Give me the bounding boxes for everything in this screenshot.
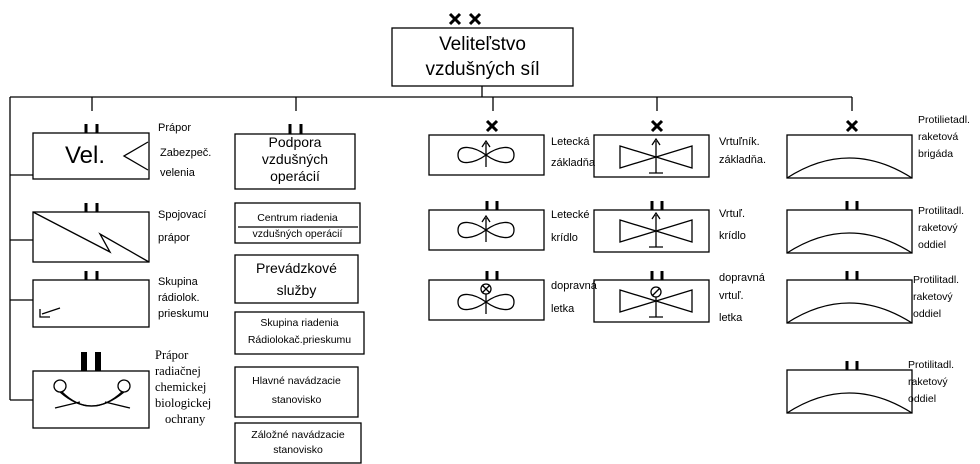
sam-battalion-3-label-1: Protilitadl. xyxy=(908,359,955,371)
main-guidance-text: Hlavné navádzacie stanovisko xyxy=(235,372,358,410)
connector-lines xyxy=(9,86,853,401)
radar-control-group-text: Skupina riadenia Rádiolokač.prieskumu xyxy=(235,315,364,349)
air-ops-support-line3: operácií xyxy=(270,168,320,184)
heli-wing-label-1: Vrtuľ. xyxy=(719,208,746,220)
sam-battalion-3-symbol xyxy=(786,361,913,414)
transport-squadron-symbol xyxy=(428,271,545,321)
nbc-battalion-symbol xyxy=(32,352,150,429)
sam-brigade-label-1: Protilietadl. xyxy=(918,114,970,126)
transport-squadron-label-2: letka xyxy=(551,303,575,315)
air-wing-symbol xyxy=(428,201,545,251)
air-ops-center-line2: vzdušných operácií xyxy=(252,228,343,240)
nbc-battalion-label-4: biologickej xyxy=(155,396,212,410)
signal-battalion-symbol xyxy=(32,203,150,263)
sam-brigade-symbol xyxy=(786,119,913,179)
operating-services-box xyxy=(234,254,359,304)
heli-base-symbol xyxy=(593,119,710,178)
air-ops-center-box xyxy=(234,202,361,244)
main-guidance-line1: Hlavné navádzacie xyxy=(252,375,341,387)
heli-base-label-2: základňa. xyxy=(719,154,767,166)
nbc-battalion-label-2: radiačnej xyxy=(155,364,201,378)
air-wing-label-1: Letecké xyxy=(551,209,590,221)
radar-control-group-box xyxy=(234,311,365,355)
air-ops-support-line1: Podpora xyxy=(268,134,322,150)
air-ops-support-text: Podpora vzdušných operácií xyxy=(235,134,355,185)
air-ops-support-symbol xyxy=(234,124,356,190)
sam-battalion-1-symbol xyxy=(786,201,913,254)
sam-brigade-label-2: raketová xyxy=(918,131,959,143)
heli-base-label-1: Vrtuľník. xyxy=(719,136,760,148)
operating-services-text: Prevádzkové služby xyxy=(235,257,358,301)
operating-services-line2: služby xyxy=(276,282,317,298)
heli-wing-label-2: krídlo xyxy=(719,230,746,242)
command-battalion-label-1: Prápor xyxy=(158,122,192,134)
radar-group-label-2: rádiolok. xyxy=(158,292,200,304)
sam-battalion-2-label-3: oddiel xyxy=(913,308,942,320)
command-battalion-label-2: Zabezpeč. xyxy=(160,147,212,159)
radar-group-symbol xyxy=(32,271,150,328)
main-guidance-box xyxy=(234,366,359,418)
sam-battalion-3-label-3: oddiel xyxy=(908,393,937,405)
sam-battalion-3-label-2: raketový xyxy=(908,376,948,388)
backup-guidance-line1: Záložné navádzacie xyxy=(251,429,345,441)
root-title: Veliteľstvo vzdušných síl xyxy=(392,32,573,82)
nbc-battalion-label-3: chemickej xyxy=(155,380,207,394)
operating-services-line1: Prevádzkové xyxy=(256,260,337,276)
air-base-label-1: Letecká xyxy=(551,136,590,148)
backup-guidance-line2: stanovisko xyxy=(273,444,323,456)
sam-battalion-1-label-2: raketový xyxy=(918,222,958,234)
command-battalion-symbol xyxy=(32,124,150,180)
air-base-label-2: základňa xyxy=(551,157,596,169)
air-base-symbol xyxy=(428,119,545,176)
heli-wing-symbol xyxy=(593,201,710,253)
signal-battalion-label-1: Spojovací xyxy=(158,209,207,221)
heli-transport-label-3: letka xyxy=(719,312,743,324)
sam-battalion-2-symbol xyxy=(786,271,913,324)
air-ops-support-line2: vzdušných xyxy=(261,151,329,167)
heli-transport-label-2: vrtuľ. xyxy=(719,290,744,302)
sam-battalion-1-label-3: oddiel xyxy=(918,239,947,251)
air-ops-center-line1: Centrum riadenia xyxy=(257,212,338,224)
heli-transport-label-1: dopravná xyxy=(719,272,765,284)
radar-group-label-1: Skupina xyxy=(158,276,198,288)
backup-guidance-box xyxy=(234,422,362,464)
radar-group-label-3: prieskumu xyxy=(158,308,209,320)
sam-battalion-2-label-2: raketový xyxy=(913,291,953,303)
command-battalion-label-3: velenia xyxy=(160,167,195,179)
command-box-text: Vel. xyxy=(64,142,106,169)
nbc-battalion-label-1: Prápor xyxy=(155,348,189,362)
backup-guidance-text: Záložné navádzacie stanovisko xyxy=(235,428,361,458)
sam-brigade-label-3: brigáda xyxy=(918,148,954,160)
radar-control-group-line1: Skupina riadenia xyxy=(260,317,339,329)
radar-control-group-line2: Rádiolokač.prieskumu xyxy=(247,334,352,346)
air-ops-center-text: Centrum riadenia vzdušných operácií xyxy=(235,209,360,241)
transport-squadron-label-1: dopravná xyxy=(551,280,597,292)
sam-battalion-2-label-1: Protilitadl. xyxy=(913,274,960,286)
air-wing-label-2: krídlo xyxy=(551,232,578,244)
root-title-line2: vzdušných síl xyxy=(425,59,540,80)
root-xx-symbol xyxy=(448,12,482,26)
main-guidance-line2: stanovisko xyxy=(271,394,322,406)
signal-battalion-label-2: prápor xyxy=(158,232,190,244)
root-title-line1: Veliteľstvo xyxy=(439,34,526,55)
nbc-battalion-label-5: ochrany xyxy=(165,412,206,426)
sam-battalion-1-label-1: Protilitadl. xyxy=(918,205,965,217)
heli-transport-symbol xyxy=(593,271,710,323)
